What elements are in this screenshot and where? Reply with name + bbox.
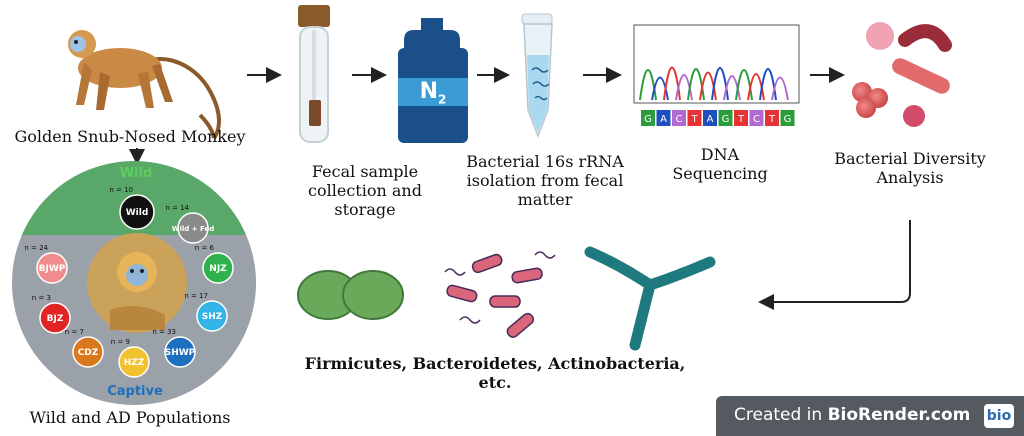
dna-letter-tile [765,110,779,126]
tank-label-n: N [419,79,439,104]
wild-header: Wild [119,166,153,181]
population-node [196,300,228,332]
population-node-count: n = 10 [109,186,133,194]
dna-letter: A [707,114,714,125]
tank-label: N2 [398,79,468,106]
captive-header: Captive [107,384,163,399]
biorender-logo-icon: bio [984,404,1014,428]
dna-letter-tile [718,110,733,126]
bacteria-cluster-icon [852,22,952,127]
population-node-count: n = 3 [32,294,51,302]
dna-letter: T [768,114,776,125]
fecal-tube-icon [298,5,330,143]
isolation-label-line: matter [517,190,573,209]
populations-caption: Wild and AD Populations [29,408,231,427]
fecal-label-line: storage [334,200,396,219]
population-node-name: SHZ [202,312,223,322]
watermark-brand: BioRender.com [827,405,971,425]
dna-letter: A [660,114,667,125]
firmicutes-coccus-icon [297,270,404,320]
dna-letter: G [722,114,730,125]
fecal-label: Fecal sample collection and storage [300,162,430,219]
population-node [36,252,68,284]
tank-label-sub: 2 [438,92,447,107]
population-node-name: BJWP [39,264,66,274]
population-node-count: n = 24 [24,244,48,252]
dna-letter: G [784,114,792,125]
dna-letter: G [644,114,652,125]
eppendorf-tube-icon [521,13,553,139]
dna-letter-tile [641,110,655,126]
monkey-icon [68,30,221,140]
diversity-label: Bacterial Diversity Analysis [825,149,995,187]
population-node-count: n = 7 [65,328,84,336]
monkey-label: Golden Snub-Nosed Monkey [14,127,246,146]
population-node [164,336,196,368]
dna-letter-tile [687,110,702,126]
population-node-count: n = 14 [165,204,189,212]
dna-letter-tile [749,110,764,126]
result-line: Firmicutes, Bacteroidetes, Actinobacteri… [304,354,686,373]
population-nodes: Wild n = 10 Wild + Fed n = 14 NJZ n = 6 SHZ n =… [24,186,234,378]
dna-chromatogram [633,24,800,104]
diversity-label-line: Analysis [876,168,944,187]
nitrogen-tank-icon [398,18,468,143]
population-node-name: HZZ [124,358,145,368]
fecal-label-line: Fecal sample [311,162,419,181]
dna-letter: C [753,114,760,125]
dna-letter-tile [672,110,686,126]
dna-letter: C [676,114,683,125]
diversity-label-line: Bacterial Diversity [834,149,986,168]
dna-letter-tile [734,110,748,126]
population-node [119,194,155,230]
population-node-count: n = 33 [152,328,176,336]
actinobacteria-chain-icon [584,246,716,351]
dna-letter-tile [780,110,795,126]
result-line: etc. [478,373,512,392]
population-node-count: n = 17 [184,292,208,300]
population-node [118,346,150,378]
bacteroidetes-rod-icon [444,251,556,338]
population-node-count: n = 6 [195,244,215,252]
population-node [202,252,234,284]
fecal-label-line: collection and [308,181,422,200]
population-node-name: BJZ [47,314,64,324]
biorender-watermark: Created in BioRender.com bio [716,396,1024,436]
sequencing-label: DNA Sequencing [665,145,775,183]
dna-letter: T [690,114,698,125]
watermark-text: Created in BioRender.com [734,405,970,425]
population-node-name: Wild + Fed [172,225,215,233]
dna-letter-tile [656,110,671,126]
dna-letter-tile [703,110,717,126]
isolation-label: Bacterial 16s rRNA isolation from fecal … [465,152,625,209]
population-node-count: n = 9 [111,338,130,346]
population-node [177,212,209,244]
population-node-name: Wild [126,208,149,218]
watermark-prefix: Created in [734,405,828,425]
dna-letter: T [737,114,745,125]
population-node [39,302,71,334]
result-label: Firmicutes, Bacteroidetes, Actinobacteri… [290,354,700,392]
sequencing-label-line: Sequencing [672,164,768,183]
sequencing-label-line: DNA [700,145,740,164]
population-node-name: SHWP [165,348,196,358]
isolation-label-line: Bacterial 16s rRNA [466,152,624,171]
population-node [72,336,104,368]
isolation-label-line: isolation from fecal [466,171,624,190]
population-node-name: CDZ [78,348,99,358]
population-node-name: NJZ [209,264,227,274]
